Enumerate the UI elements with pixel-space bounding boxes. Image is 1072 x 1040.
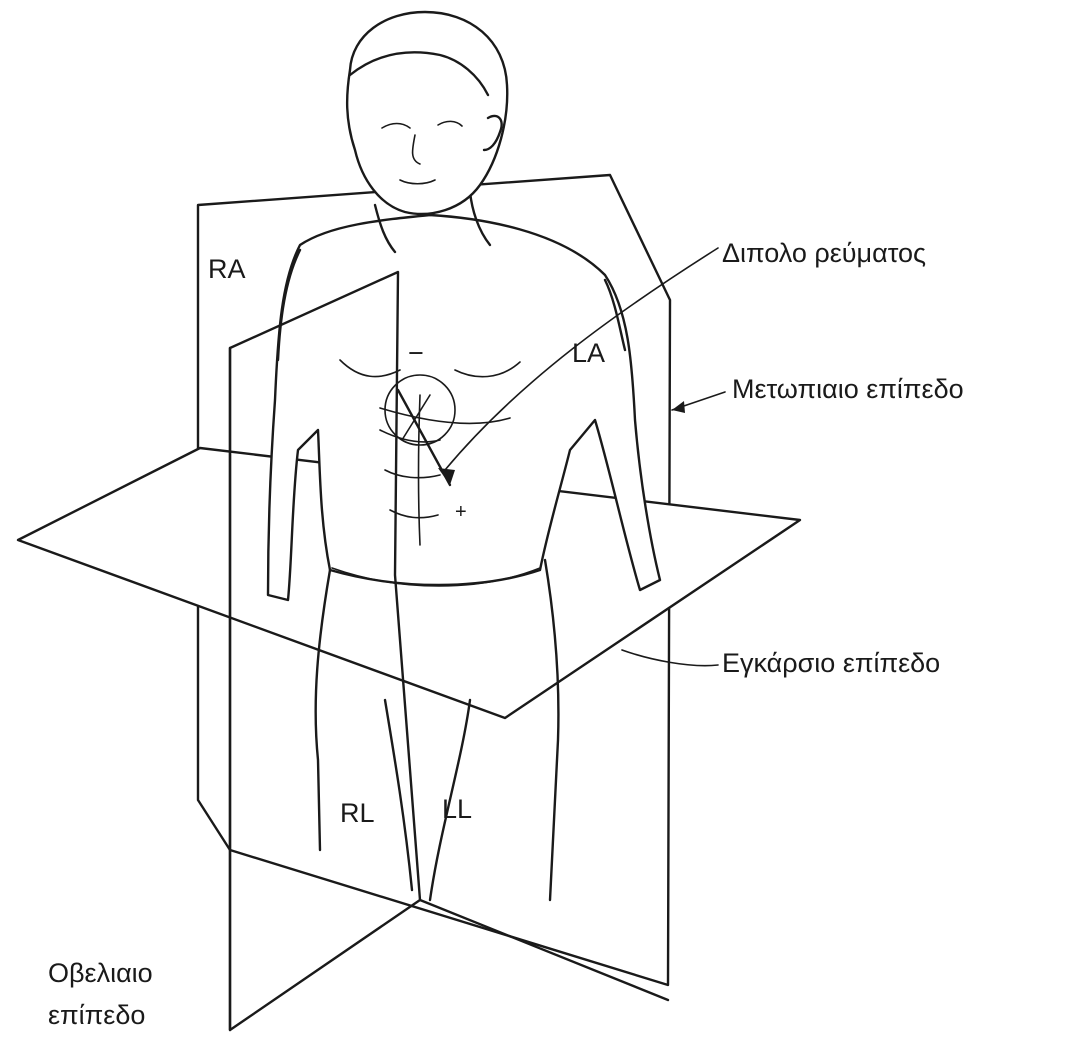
rl-label: RL	[340, 798, 375, 828]
la-label: LA	[572, 338, 605, 368]
sagittal-callout-line2: επίπεδο	[48, 1000, 145, 1030]
dipole-callout: Διπολο ρεύματος	[722, 238, 926, 268]
ll-label: LL	[442, 794, 472, 824]
ra-label: RA	[208, 254, 246, 284]
minus-sign: −	[408, 338, 424, 368]
plus-sign: +	[455, 501, 467, 523]
sagittal-callout-line1: Οβελιαιο	[48, 958, 153, 988]
transverse-plane-callout: Εγκάρσιο επίπεδο	[722, 648, 940, 678]
frontal-plane-callout: Μετωπιαιο επίπεδο	[732, 374, 964, 404]
